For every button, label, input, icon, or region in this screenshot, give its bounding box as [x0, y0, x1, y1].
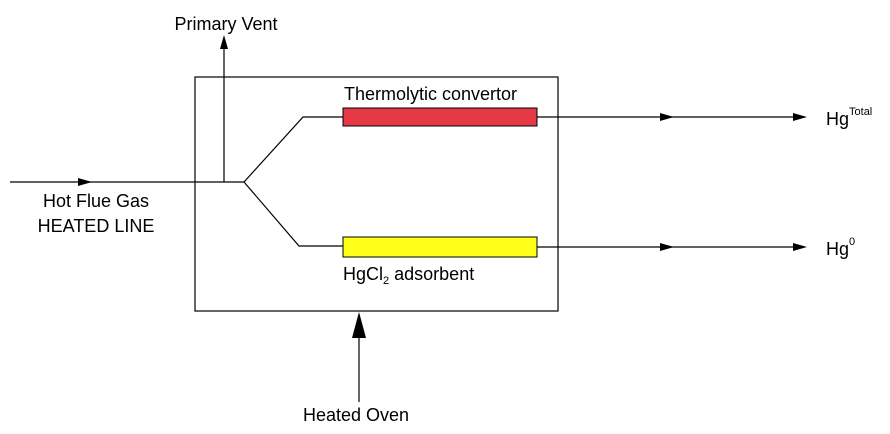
hgcl2-adsorbent-label: HgCl2 adsorbent: [343, 264, 474, 287]
thermolytic-convertor-label: Thermolytic convertor: [344, 84, 517, 104]
thermolytic-convertor: [342, 107, 538, 127]
inlet-label-line2: HEATED LINE: [38, 216, 155, 236]
heated-oven-label: Heated Oven: [303, 405, 409, 425]
vent-arrow: [220, 35, 228, 49]
lower-branch-line: [243, 181, 343, 247]
hgcl2-adsorbent: [342, 236, 538, 258]
primary-vent-label: Primary Vent: [174, 14, 277, 34]
hg-zero-label: Hg0: [826, 236, 855, 259]
inlet-arrow: [78, 178, 92, 186]
oven-heat-arrow: [352, 312, 366, 338]
hg-total-label: HgTotal: [826, 106, 872, 129]
elemental-outlet-arrow-mid: [660, 243, 674, 251]
total-outlet-arrow-mid: [660, 113, 674, 121]
total-outlet-arrow-end: [793, 113, 807, 121]
heated-oven-box: [194, 76, 559, 312]
elemental-outlet-arrow-end: [793, 243, 807, 251]
upper-branch-line: [243, 116, 343, 183]
inlet-label-line1: Hot Flue Gas: [43, 191, 149, 211]
